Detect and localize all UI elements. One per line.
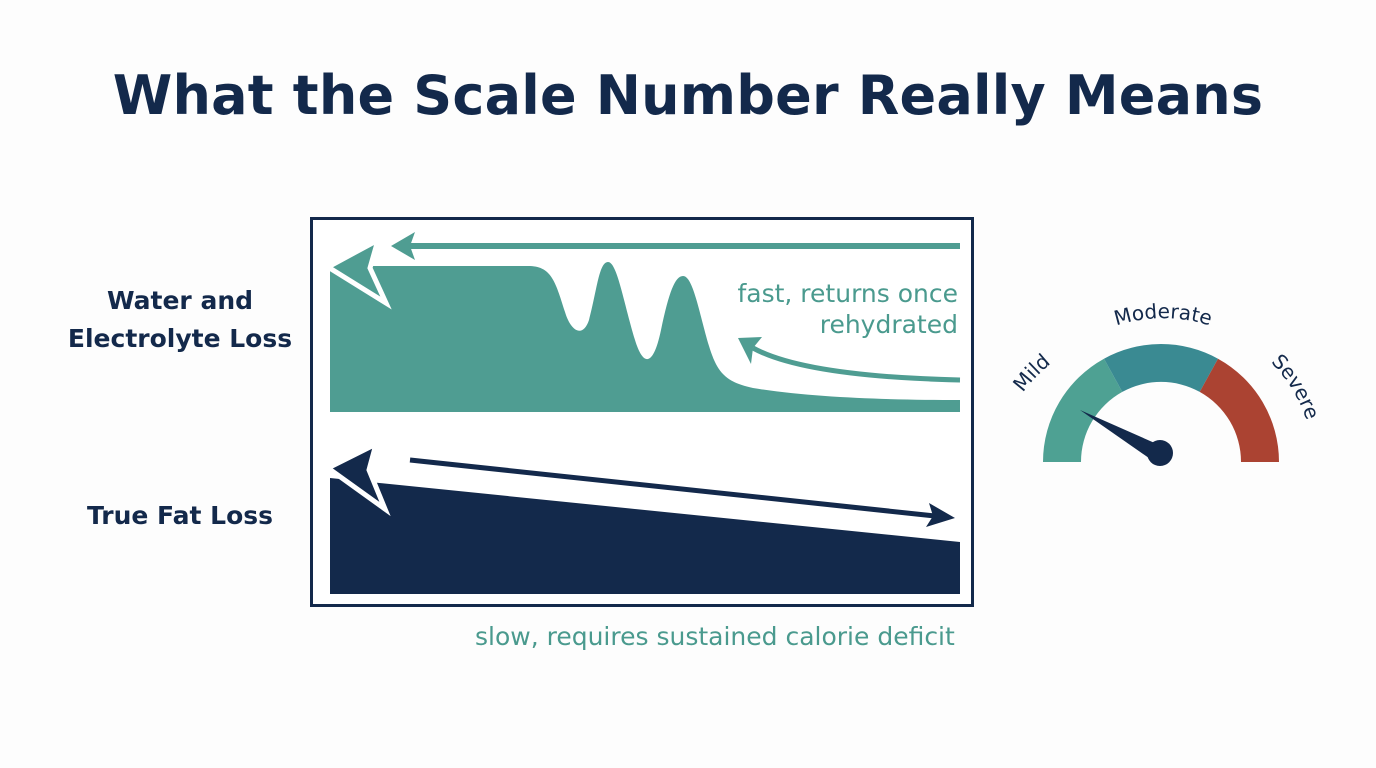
gauge-segment-mild bbox=[1043, 358, 1123, 462]
water-loss-label-line-2: Electrolyte Loss bbox=[67, 324, 293, 353]
water-loss-return-arrowhead bbox=[738, 337, 762, 364]
comparison-graphic bbox=[323, 232, 961, 594]
water-loss-return-arrow bbox=[751, 345, 961, 383]
water-loss-note: fast, returns once rehydrated bbox=[737, 278, 958, 340]
fat-loss-note: slow, requires sustained calorie deficit bbox=[475, 622, 955, 651]
fat-loss-right-arrow bbox=[409, 457, 936, 519]
gauge-label-moderate: Moderate bbox=[1111, 300, 1215, 330]
gauge-label-severe: Severe bbox=[1267, 349, 1320, 422]
water-loss-label: Water and Electrolyte Loss bbox=[50, 282, 310, 358]
page-title: What the Scale Number Really Means bbox=[112, 64, 1264, 127]
water-loss-area bbox=[330, 262, 960, 412]
gauge-segment-moderate bbox=[1104, 344, 1218, 392]
fat-loss-left-arrowhead bbox=[323, 439, 391, 517]
gauge-segment-severe bbox=[1199, 358, 1279, 462]
gauge-needle-hub bbox=[1147, 440, 1173, 466]
water-loss-top-arrowhead bbox=[391, 232, 415, 260]
gauge-label-mild: Mild bbox=[1008, 349, 1055, 396]
water-loss-note-line-1: fast, returns once bbox=[737, 279, 958, 308]
fat-loss-label: True Fat Loss bbox=[86, 501, 274, 530]
fat-loss-right-arrowhead bbox=[926, 503, 955, 527]
water-loss-label-line-1: Water and bbox=[106, 286, 254, 315]
severity-gauge: Mild Moderate Severe bbox=[1000, 299, 1325, 490]
severity-gauge-graphic: Mild Moderate Severe bbox=[1008, 299, 1325, 466]
fat-loss-area bbox=[330, 478, 960, 594]
water-loss-note-line-2: rehydrated bbox=[819, 310, 958, 339]
gauge-needle bbox=[1080, 410, 1166, 463]
water-loss-left-arrowhead bbox=[323, 234, 392, 310]
comparison-panel bbox=[310, 217, 974, 607]
